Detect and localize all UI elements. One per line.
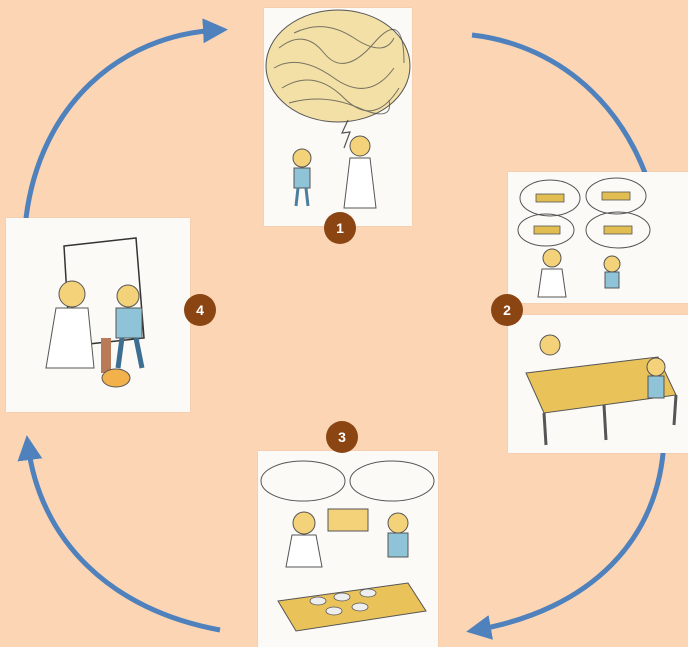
illustration-discussing-at-table [258, 451, 438, 647]
illustration-sorting-onto-tables-top [508, 172, 688, 303]
step-badge-1: 1 [324, 212, 356, 244]
arrow-3-to-4 [17, 435, 221, 633]
illustration-tangle-of-thoughts [264, 8, 412, 226]
step-badge-4: 4 [184, 294, 216, 326]
step-badge-3: 3 [326, 421, 358, 453]
illustration-insight-pointing [6, 218, 190, 412]
step-badge-2: 2 [491, 294, 523, 326]
arrow-2-to-3 [466, 439, 667, 640]
arrow-4-to-1 [23, 18, 228, 219]
illustration-sorting-onto-tables-bottom [508, 315, 688, 453]
